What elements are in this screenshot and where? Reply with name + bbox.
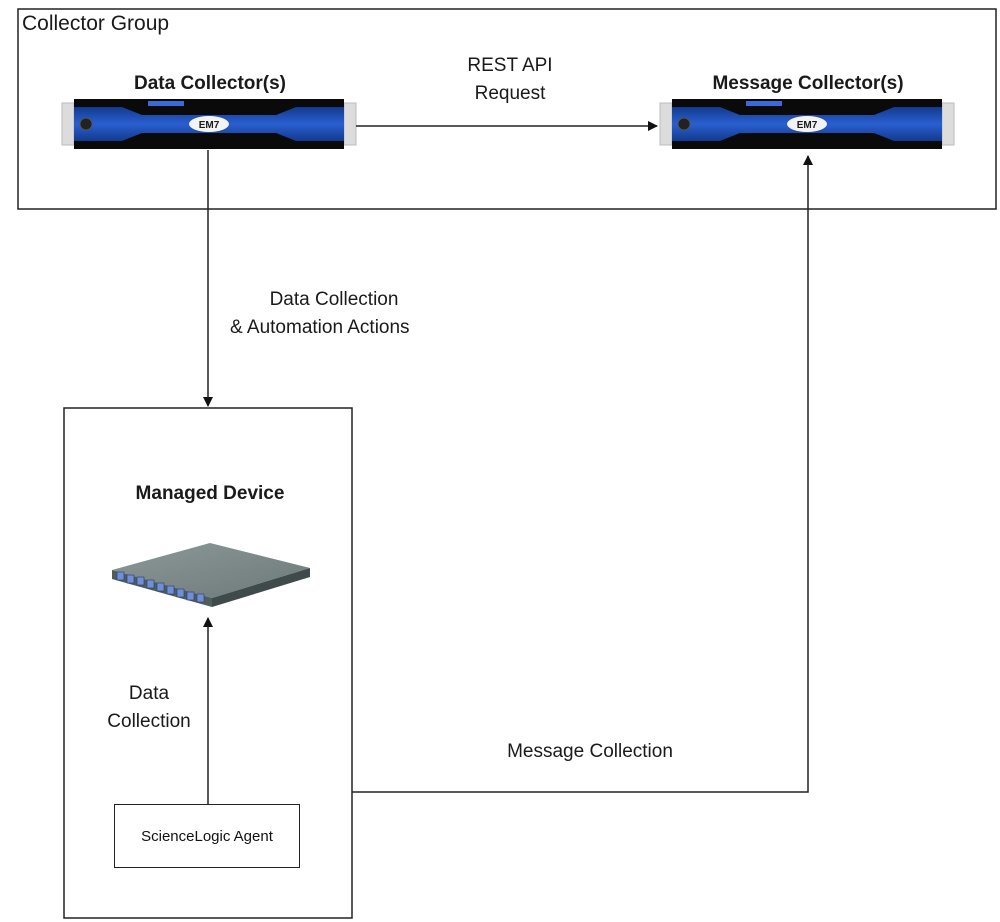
- svg-text:EM7: EM7: [199, 120, 220, 131]
- agent-data-collection-label-line1: Data: [128, 683, 170, 704]
- message-collection-arrow: [352, 155, 813, 793]
- data-collection-label-line2: & Automation Actions: [230, 317, 410, 338]
- data-collector-appliance-icon[interactable]: EM7: [61, 99, 357, 149]
- rest-api-label-line1: REST API: [467, 55, 553, 76]
- data-collection-label-line1: Data Collection: [269, 289, 399, 310]
- message-collector-appliance-icon[interactable]: EM7: [659, 99, 955, 149]
- collector-group-box: [17, 8, 997, 210]
- data-collector-label: Data Collector(s): [133, 73, 287, 94]
- message-collection-label: Message Collection: [507, 741, 673, 762]
- collector-group-title: Collector Group: [22, 12, 170, 35]
- agent-data-collection-label-line2: Collection: [107, 711, 191, 732]
- sciencelogic-agent-box[interactable]: ScienceLogic Agent: [114, 804, 300, 868]
- message-collector-label: Message Collector(s): [712, 73, 904, 94]
- managed-device-box: [63, 407, 353, 919]
- network-switch-icon[interactable]: [112, 543, 310, 607]
- sciencelogic-agent-label: ScienceLogic Agent: [141, 827, 273, 845]
- svg-text:EM7: EM7: [797, 120, 818, 131]
- managed-device-label: Managed Device: [135, 483, 285, 504]
- rest-api-label-line2: Request: [474, 83, 546, 104]
